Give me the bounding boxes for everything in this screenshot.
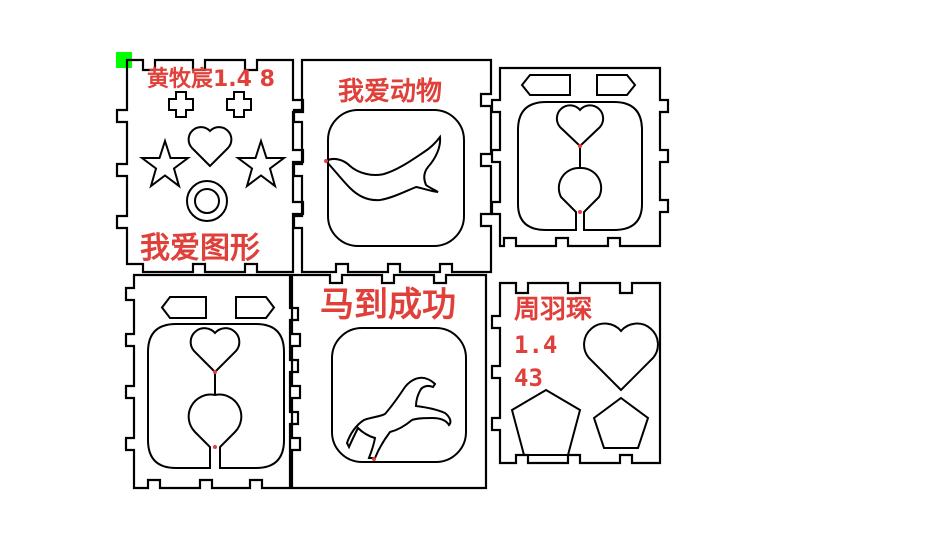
panel-2-outline	[292, 58, 493, 274]
panel-5-group: 马到成功	[290, 273, 488, 490]
horse-icon	[345, 376, 452, 459]
panel-6-group: 周羽琛 1.4 43	[490, 281, 662, 465]
bird-icon	[324, 134, 442, 202]
panel-5-frame	[331, 327, 467, 463]
panel-6-class: 1.4	[514, 331, 557, 359]
panel-4-outline	[124, 273, 300, 490]
star-icon	[235, 137, 287, 189]
panel-5-title: 马到成功	[320, 285, 456, 325]
panel-1-bottom-text: 我爱图形	[140, 231, 260, 266]
panel-shapes: 黄牧宸1.4 8 我爱图形	[115, 58, 305, 274]
panel-3-group	[490, 66, 670, 248]
panel-6-outline	[490, 281, 662, 465]
panel-3-outline	[490, 66, 670, 248]
pentagon-icon	[510, 388, 582, 456]
pentagon-icon	[592, 396, 650, 449]
panel-4-group	[124, 273, 300, 490]
panel-2-group: 我爱动物	[292, 58, 493, 274]
tag-right-icon	[596, 74, 637, 96]
tag-right-icon	[235, 296, 276, 319]
panel-1-top-text: 黄牧宸1.4 8	[147, 66, 275, 92]
cross-icon	[226, 91, 252, 118]
tag-left-icon	[160, 296, 207, 319]
ring-outer-icon	[186, 180, 228, 222]
star-icon	[139, 137, 191, 189]
cross-icon	[168, 91, 194, 118]
ring-inner-icon	[194, 188, 220, 214]
panel-5-outline	[290, 273, 488, 490]
panel-6-name: 周羽琛	[514, 295, 592, 325]
panel-1-outline	[115, 58, 305, 274]
panel-2-frame	[327, 109, 465, 247]
heart-icon	[187, 126, 233, 168]
panel-6-number: 43	[514, 364, 543, 392]
heart-icon	[555, 104, 605, 148]
heart-icon	[189, 327, 241, 374]
heart-icon	[583, 322, 659, 392]
panel-2-title: 我爱动物	[338, 77, 442, 107]
tag-left-icon	[520, 74, 571, 96]
